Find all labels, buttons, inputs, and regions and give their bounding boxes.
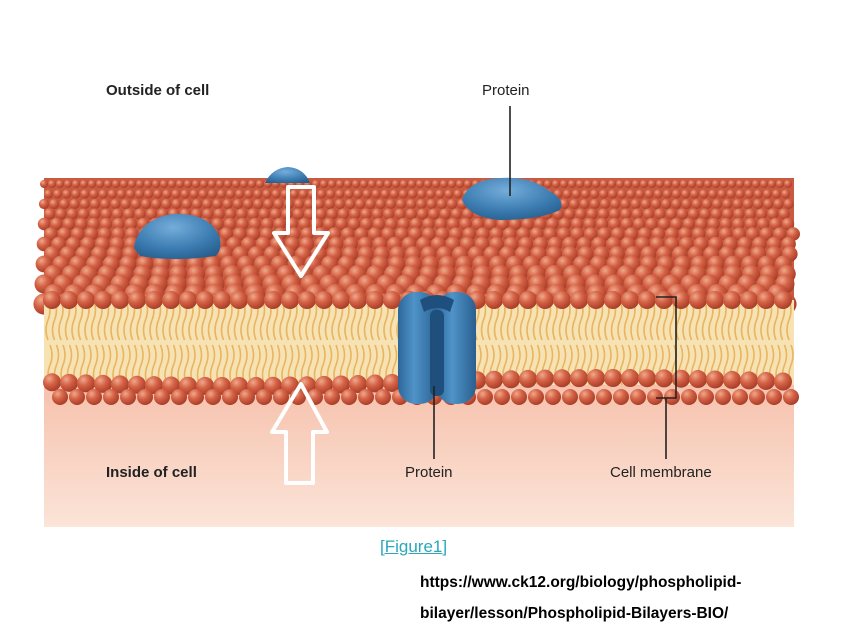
source-url-line-2: bilayer/lesson/Phospholipid-Bilayers-BIO… (420, 605, 729, 622)
outside-of-cell-label: Outside of cell (106, 82, 210, 99)
protein-bottom-label: Protein (405, 464, 453, 481)
cell-membrane-label: Cell membrane (610, 464, 712, 481)
inside-of-cell-label: Inside of cell (106, 464, 197, 481)
cell-membrane-diagram (33, 106, 800, 527)
source-url: https://www.ck12.org/biology/phospholipi… (420, 567, 840, 629)
channel-protein (398, 292, 476, 404)
arrow-down-icon (272, 185, 330, 278)
figure-caption-link[interactable]: [Figure1] (380, 537, 448, 556)
arrow-up-icon (270, 382, 329, 485)
protein-top-label: Protein (482, 82, 530, 99)
surface-protein-small (265, 167, 310, 183)
surface-protein-right (462, 177, 562, 220)
surface-protein-left (134, 213, 221, 259)
inside-background (44, 385, 794, 527)
source-url-line-1: https://www.ck12.org/biology/phospholipi… (420, 574, 742, 591)
